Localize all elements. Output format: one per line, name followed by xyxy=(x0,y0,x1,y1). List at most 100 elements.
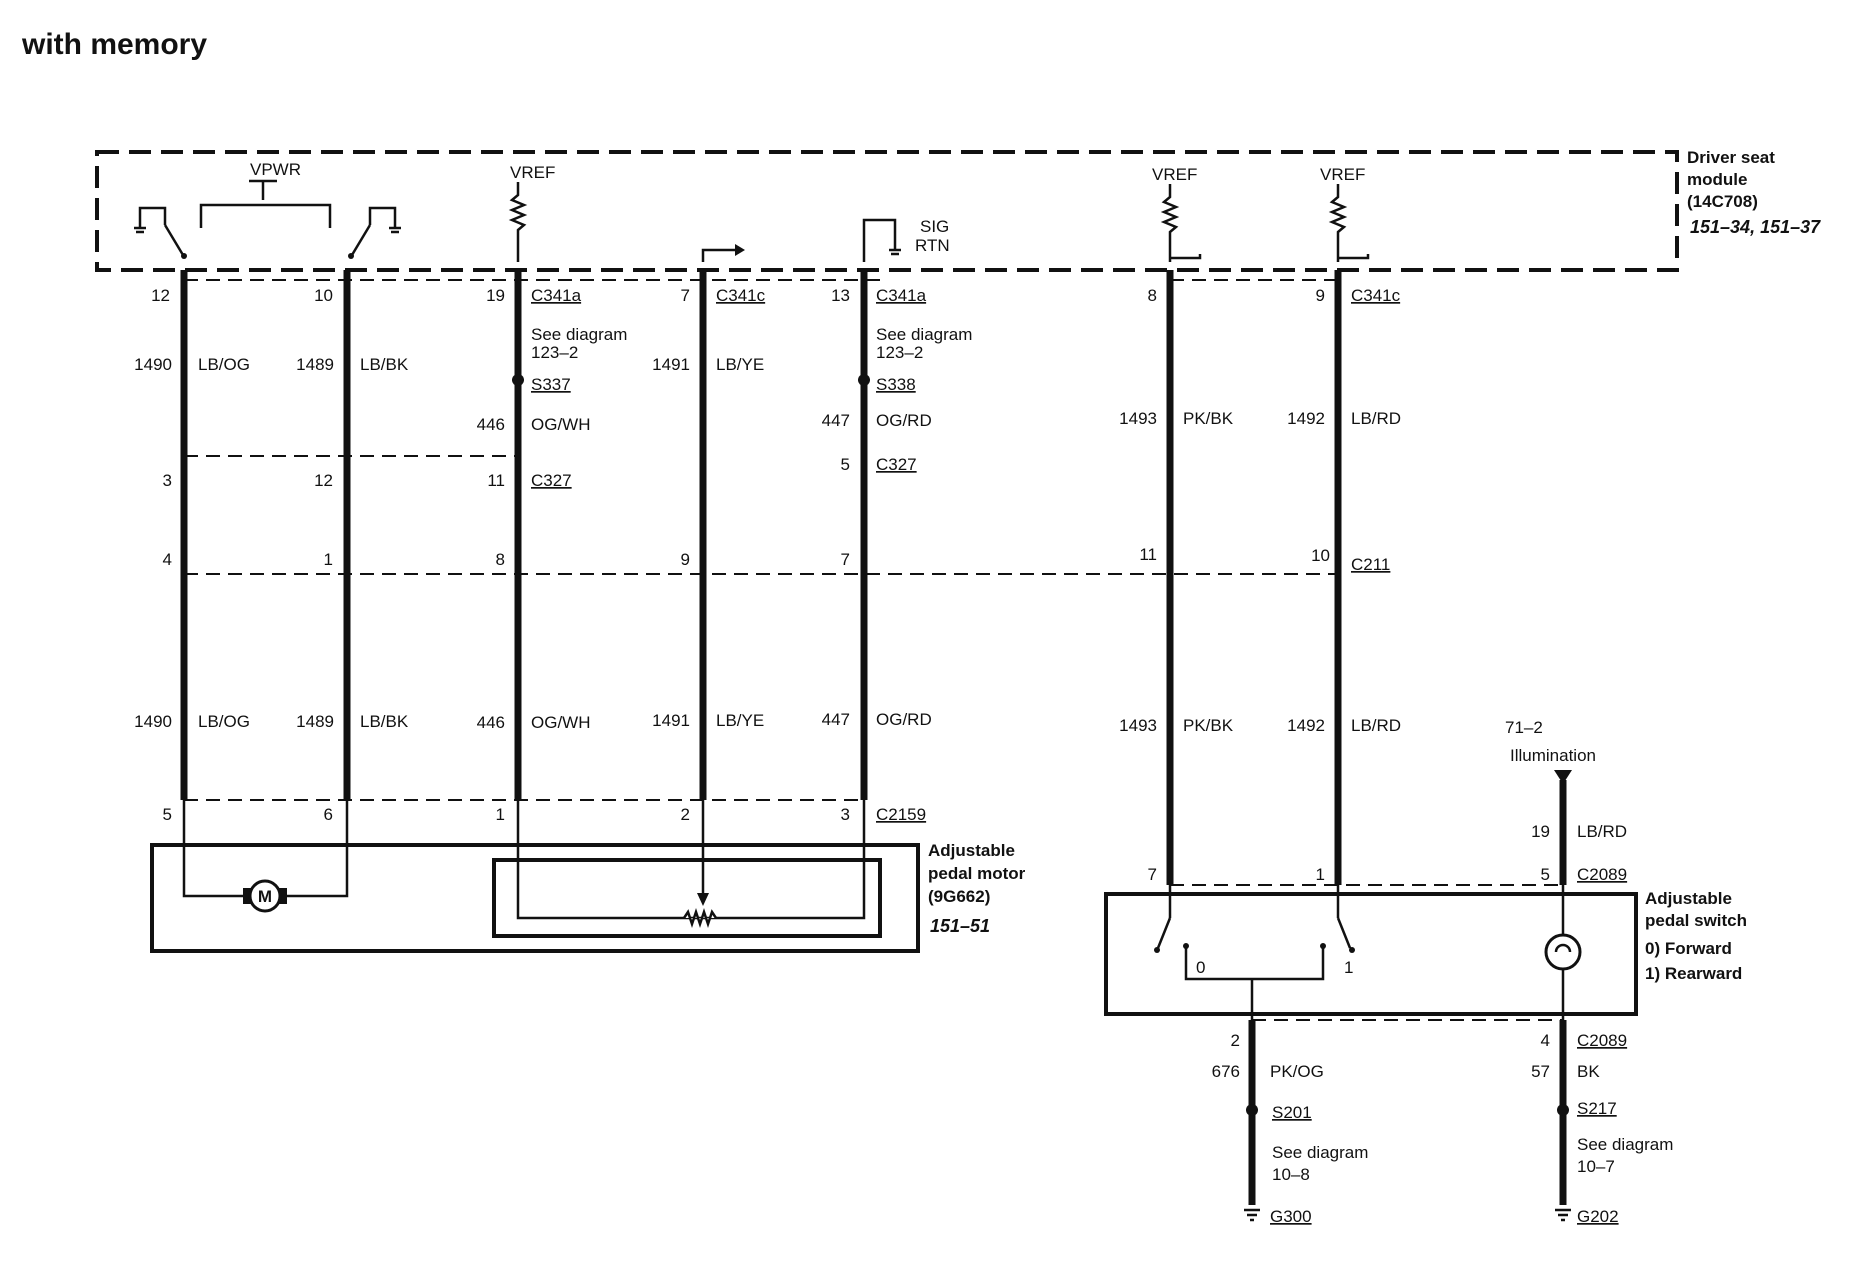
svg-text:LB/BK: LB/BK xyxy=(360,355,409,374)
svg-text:9: 9 xyxy=(681,550,690,569)
svg-text:447: 447 xyxy=(822,411,850,430)
ground-g202[interactable]: G202 xyxy=(1577,1207,1619,1226)
svg-text:LB/YE: LB/YE xyxy=(716,355,764,374)
pedal-motor-ref: 151–51 xyxy=(930,916,990,936)
splice-s338-dot xyxy=(858,374,870,386)
pins-wire-3: 19 11 8 1 xyxy=(486,286,505,824)
svg-text:PK/OG: PK/OG xyxy=(1270,1062,1324,1081)
svg-text:2: 2 xyxy=(681,805,690,824)
vref-tap-2 xyxy=(1338,254,1370,260)
vref-label-3: VREF xyxy=(1320,165,1365,184)
potentiometer-resistor-icon xyxy=(682,908,718,928)
splice-s337-dot xyxy=(512,374,524,386)
svg-text:LB/RD: LB/RD xyxy=(1351,716,1401,735)
svg-text:7: 7 xyxy=(1148,865,1157,884)
svg-text:OG/RD: OG/RD xyxy=(876,710,932,729)
connector-c2089-bottom[interactable]: C2089 xyxy=(1577,1031,1627,1050)
vref-label-2: VREF xyxy=(1152,165,1197,184)
sig-rtn-line xyxy=(862,218,897,262)
svg-text:BK: BK xyxy=(1577,1062,1600,1081)
connector-c341a-1[interactable]: C341a xyxy=(531,286,582,305)
connector-c327-1[interactable]: C327 xyxy=(531,471,572,490)
pedal-motor-name: Adjustable xyxy=(928,841,1015,860)
driver-seat-module-name-2: module xyxy=(1687,170,1747,189)
connector-c341a-2[interactable]: C341a xyxy=(876,286,927,305)
see-diagram-a: See diagram xyxy=(531,325,627,344)
splice-s201[interactable]: S201 xyxy=(1272,1103,1312,1122)
pins-wire-2: 10 12 1 6 xyxy=(314,286,333,824)
svg-text:7: 7 xyxy=(841,550,850,569)
svg-text:446: 446 xyxy=(477,415,505,434)
see-diagram-d-ref: 10–7 xyxy=(1577,1157,1615,1176)
svg-text:4: 4 xyxy=(163,550,172,569)
svg-text:1490: 1490 xyxy=(134,355,172,374)
splice-s201-dot xyxy=(1246,1104,1258,1116)
circuit-labels-wire-4: 1491 LB/YE 1491 LB/YE xyxy=(652,355,764,730)
sig-label: SIG xyxy=(920,217,949,236)
see-diagram-c-ref: 10–8 xyxy=(1272,1165,1310,1184)
svg-text:1: 1 xyxy=(496,805,505,824)
svg-text:8: 8 xyxy=(1148,286,1157,305)
circuit-labels-wire-9: 676 PK/OG xyxy=(1212,1062,1324,1081)
svg-text:10: 10 xyxy=(314,286,333,305)
svg-text:8: 8 xyxy=(496,550,505,569)
svg-text:5: 5 xyxy=(1541,865,1550,884)
connector-c2089-top[interactable]: C2089 xyxy=(1577,865,1627,884)
svg-text:LB/OG: LB/OG xyxy=(198,712,250,731)
driver-seat-module-part: (14C708) xyxy=(1687,192,1758,211)
pin-wire-9: 2 xyxy=(1231,1031,1240,1050)
see-diagram-c: See diagram xyxy=(1272,1143,1368,1162)
svg-text:7: 7 xyxy=(681,286,690,305)
pins-wire-6: 8 11 7 xyxy=(1139,286,1157,884)
pins-wire-4: 7 9 2 xyxy=(681,286,690,824)
circuit-color-wire-8: LB/RD xyxy=(1577,822,1627,841)
connector-c341c-1[interactable]: C341c xyxy=(716,286,766,305)
illumination-ref: 71–2 xyxy=(1505,718,1543,737)
svg-text:10: 10 xyxy=(1311,546,1330,565)
see-diagram-b-ref: 123–2 xyxy=(876,343,923,362)
pins-wire-7: 9 10 1 xyxy=(1311,286,1330,884)
connector-c327-2[interactable]: C327 xyxy=(876,455,917,474)
vref-resistor-1 xyxy=(508,182,528,262)
svg-text:1490: 1490 xyxy=(134,712,172,731)
svg-text:13: 13 xyxy=(831,286,850,305)
svg-text:1492: 1492 xyxy=(1287,409,1325,428)
driver-seat-module-name: Driver seat xyxy=(1687,148,1775,167)
svg-text:447: 447 xyxy=(822,710,850,729)
svg-text:12: 12 xyxy=(314,471,333,490)
svg-text:12: 12 xyxy=(151,286,170,305)
vref-resistor-3 xyxy=(1328,184,1348,262)
see-diagram-b: See diagram xyxy=(876,325,972,344)
svg-text:6: 6 xyxy=(324,805,333,824)
svg-text:19: 19 xyxy=(1531,822,1550,841)
svg-text:PK/BK: PK/BK xyxy=(1183,716,1234,735)
circuit-labels-wire-7: 1492 LB/RD 1492 LB/RD xyxy=(1287,409,1401,735)
pins-wire-5: 13 5 7 3 xyxy=(831,286,850,824)
connector-c211[interactable]: C211 xyxy=(1351,555,1390,574)
vpwr-switch-assembly xyxy=(134,179,401,259)
svg-text:1489: 1489 xyxy=(296,355,334,374)
svg-text:LB/YE: LB/YE xyxy=(716,711,764,730)
svg-text:19: 19 xyxy=(486,286,505,305)
svg-text:LB/OG: LB/OG xyxy=(198,355,250,374)
svg-text:3: 3 xyxy=(163,471,172,490)
connector-c2159[interactable]: C2159 xyxy=(876,805,926,824)
splice-s217[interactable]: S217 xyxy=(1577,1099,1617,1118)
ground-g300[interactable]: G300 xyxy=(1270,1207,1312,1226)
motor-symbol: M xyxy=(258,887,272,906)
pedal-switch-position-1: 1) Rearward xyxy=(1645,964,1742,983)
see-diagram-d: See diagram xyxy=(1577,1135,1673,1154)
pins-wire-8: 19 5 xyxy=(1531,822,1550,884)
connector-c341c-2[interactable]: C341c xyxy=(1351,286,1401,305)
illumination-arrow-icon xyxy=(1554,770,1572,784)
circuit-labels-wire-5: 447 OG/RD 447 OG/RD xyxy=(822,411,932,729)
splice-s337[interactable]: S337 xyxy=(531,375,571,394)
svg-text:OG/RD: OG/RD xyxy=(876,411,932,430)
circuit-labels-wire-1: 1490 LB/OG 1490 LB/OG xyxy=(134,355,250,731)
rtn-label: RTN xyxy=(915,236,950,255)
circuit-labels-wire-3: 446 OG/WH 446 OG/WH xyxy=(477,415,591,732)
svg-text:9: 9 xyxy=(1316,286,1325,305)
splice-s338[interactable]: S338 xyxy=(876,375,916,394)
illumination-label: Illumination xyxy=(1510,746,1596,765)
svg-text:1491: 1491 xyxy=(652,711,690,730)
